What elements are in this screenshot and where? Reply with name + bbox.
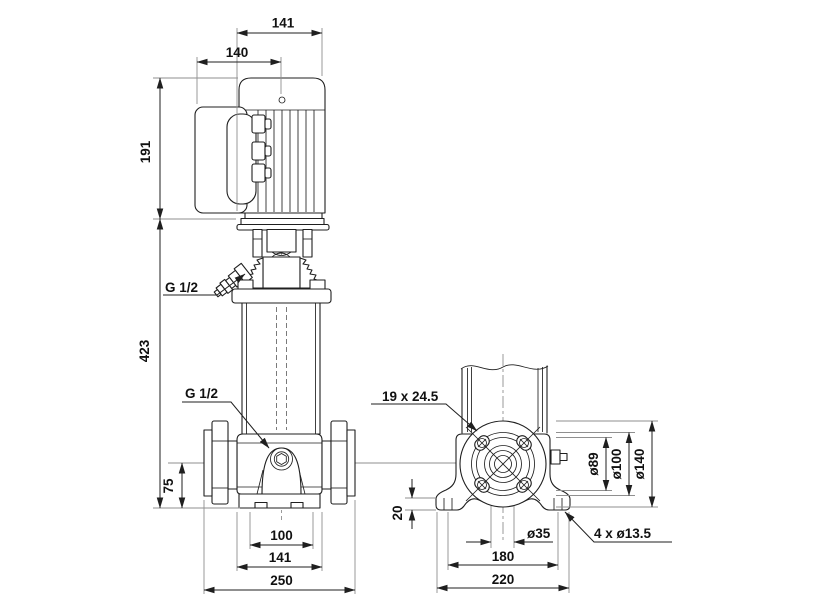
- pump-head: [213, 252, 332, 304]
- dim-423: 423: [137, 339, 152, 362]
- leader-lines: [163, 273, 672, 543]
- drain-plug: [270, 447, 293, 471]
- right-plug-boss: [309, 279, 326, 290]
- break-line: [460, 364, 549, 371]
- dim-180: 180: [492, 549, 515, 564]
- dim-o140: ø140: [632, 449, 647, 480]
- pump-base: [236, 433, 323, 509]
- vent-plug-label: G 1/2: [165, 280, 198, 295]
- slot-leader: [371, 403, 478, 432]
- lifting-eye: [278, 96, 286, 104]
- discharge-port: [321, 420, 356, 505]
- dimension-labels: 141 140 191 423 G 1/2 G 1/2 75 100 141 2…: [137, 16, 652, 589]
- side-view: [194, 77, 356, 509]
- drain-plug-leader: [182, 401, 270, 449]
- sleeve-end: [460, 364, 549, 434]
- side-plug: [550, 449, 568, 465]
- dim-141-top: 141: [272, 16, 295, 31]
- dim-o100: ø100: [609, 449, 624, 480]
- motor: [194, 77, 330, 231]
- suction-port: [203, 420, 238, 505]
- dim-75: 75: [161, 478, 176, 494]
- foot-holes-leader: [564, 511, 672, 543]
- flange-slots: [474, 435, 532, 493]
- dim-20: 20: [390, 505, 405, 520]
- cable-glands: [251, 114, 272, 183]
- dim-o35: ø35: [527, 526, 551, 541]
- sleeve: [241, 302, 321, 435]
- vent-plug-leader: [163, 273, 246, 296]
- base-foot: [238, 493, 321, 509]
- drain-plug-label: G 1/2: [185, 386, 218, 401]
- motor-fins: [257, 110, 315, 212]
- dim-220: 220: [492, 572, 515, 587]
- dim-141-bottom: 141: [269, 550, 292, 565]
- coupling-lantern: [252, 228, 313, 258]
- head-flange: [231, 288, 332, 304]
- end-flange: [459, 420, 547, 508]
- holes-label: 4 x ø13.5: [594, 526, 652, 541]
- left-plug-boss: [237, 279, 254, 290]
- motor-flange: [236, 212, 330, 231]
- end-view: [435, 364, 571, 511]
- dim-140: 140: [226, 45, 249, 60]
- slot-label: 19 x 24.5: [382, 389, 439, 404]
- dim-191: 191: [138, 140, 153, 163]
- dimension-lines: [156, 29, 656, 594]
- dim-100: 100: [270, 528, 293, 543]
- dim-o89: ø89: [586, 452, 601, 475]
- dim-250: 250: [270, 573, 293, 588]
